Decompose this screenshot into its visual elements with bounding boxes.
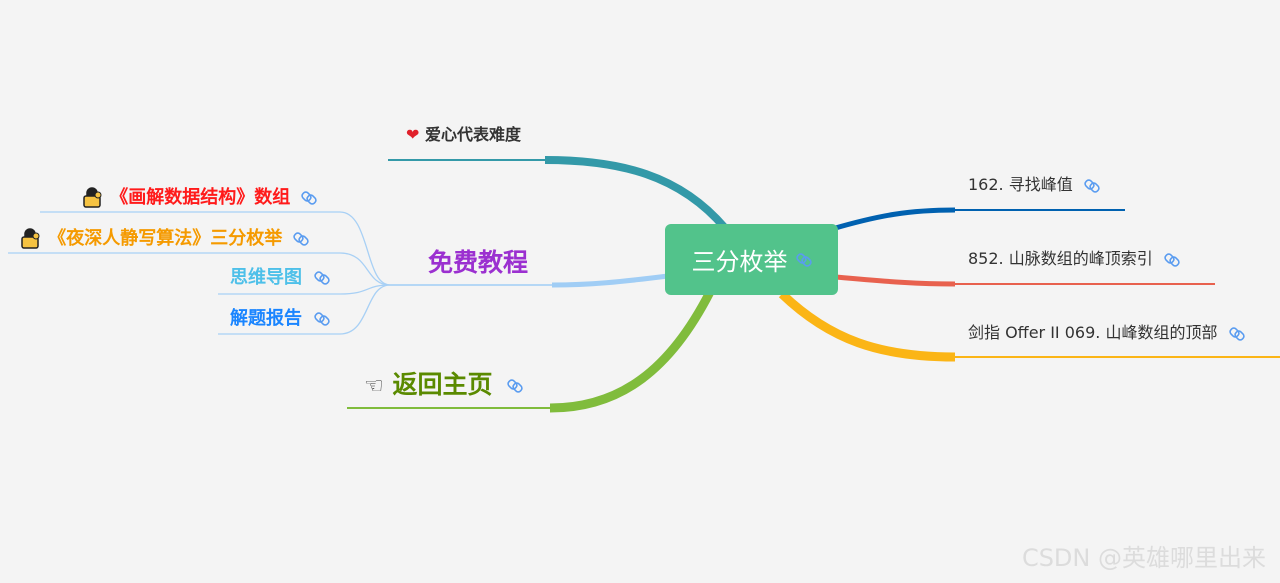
tutorial-item-reports[interactable]: 解题报告 (230, 308, 331, 329)
tutorial-item-label: 解题报告 (230, 308, 302, 329)
link-icon[interactable] (300, 190, 317, 206)
root-node[interactable]: 三分枚举 (665, 224, 838, 295)
tutorial-item-algorithm[interactable]: 《夜深人静写算法》三分枚举 (20, 228, 309, 250)
tutorial-item-label: 《夜深人静写算法》三分枚举 (48, 228, 283, 249)
legend-label: 爱心代表难度 (424, 125, 521, 144)
problem-label: 剑指 Offer II 069. 山峰数组的顶部 (968, 323, 1218, 342)
problem-label: 162. 寻找峰值 (968, 175, 1073, 194)
home-node[interactable]: ☜ 返回主页 (364, 370, 524, 399)
problem-label: 852. 山脉数组的峰顶索引 (968, 249, 1153, 268)
root-label: 三分枚举 (691, 248, 788, 276)
link-icon[interactable] (1228, 325, 1245, 342)
heart-icon: ❤ (406, 125, 420, 144)
lock-icon (83, 187, 102, 208)
problem-node-162[interactable]: 162. 寻找峰值 (968, 177, 1100, 194)
tutorial-item-array[interactable]: 《画解数据结构》数组 (82, 187, 317, 209)
tutorials-node[interactable]: 免费教程 (428, 248, 529, 277)
lock-icon (21, 228, 40, 249)
tutorial-item-label: 思维导图 (230, 267, 302, 288)
home-label: 返回主页 (392, 370, 493, 399)
link-icon[interactable] (1163, 251, 1180, 268)
link-icon[interactable] (1083, 177, 1100, 194)
link-icon[interactable] (292, 231, 309, 247)
link-icon[interactable] (314, 270, 331, 286)
pointing-hand-icon: ☜ (364, 374, 384, 399)
link-icon[interactable] (314, 311, 331, 327)
tutorial-item-label: 《画解数据结构》数组 (110, 187, 291, 208)
problem-node-offer-069[interactable]: 剑指 Offer II 069. 山峰数组的顶部 (968, 325, 1245, 342)
problem-node-852[interactable]: 852. 山脉数组的峰顶索引 (968, 251, 1180, 268)
legend-node[interactable]: ❤ 爱心代表难度 (406, 127, 521, 143)
link-icon[interactable] (795, 251, 812, 268)
tutorial-item-mindmap[interactable]: 思维导图 (230, 267, 331, 288)
watermark: CSDN @英雄哪里出来 (1021, 544, 1266, 572)
link-icon[interactable] (507, 378, 524, 394)
